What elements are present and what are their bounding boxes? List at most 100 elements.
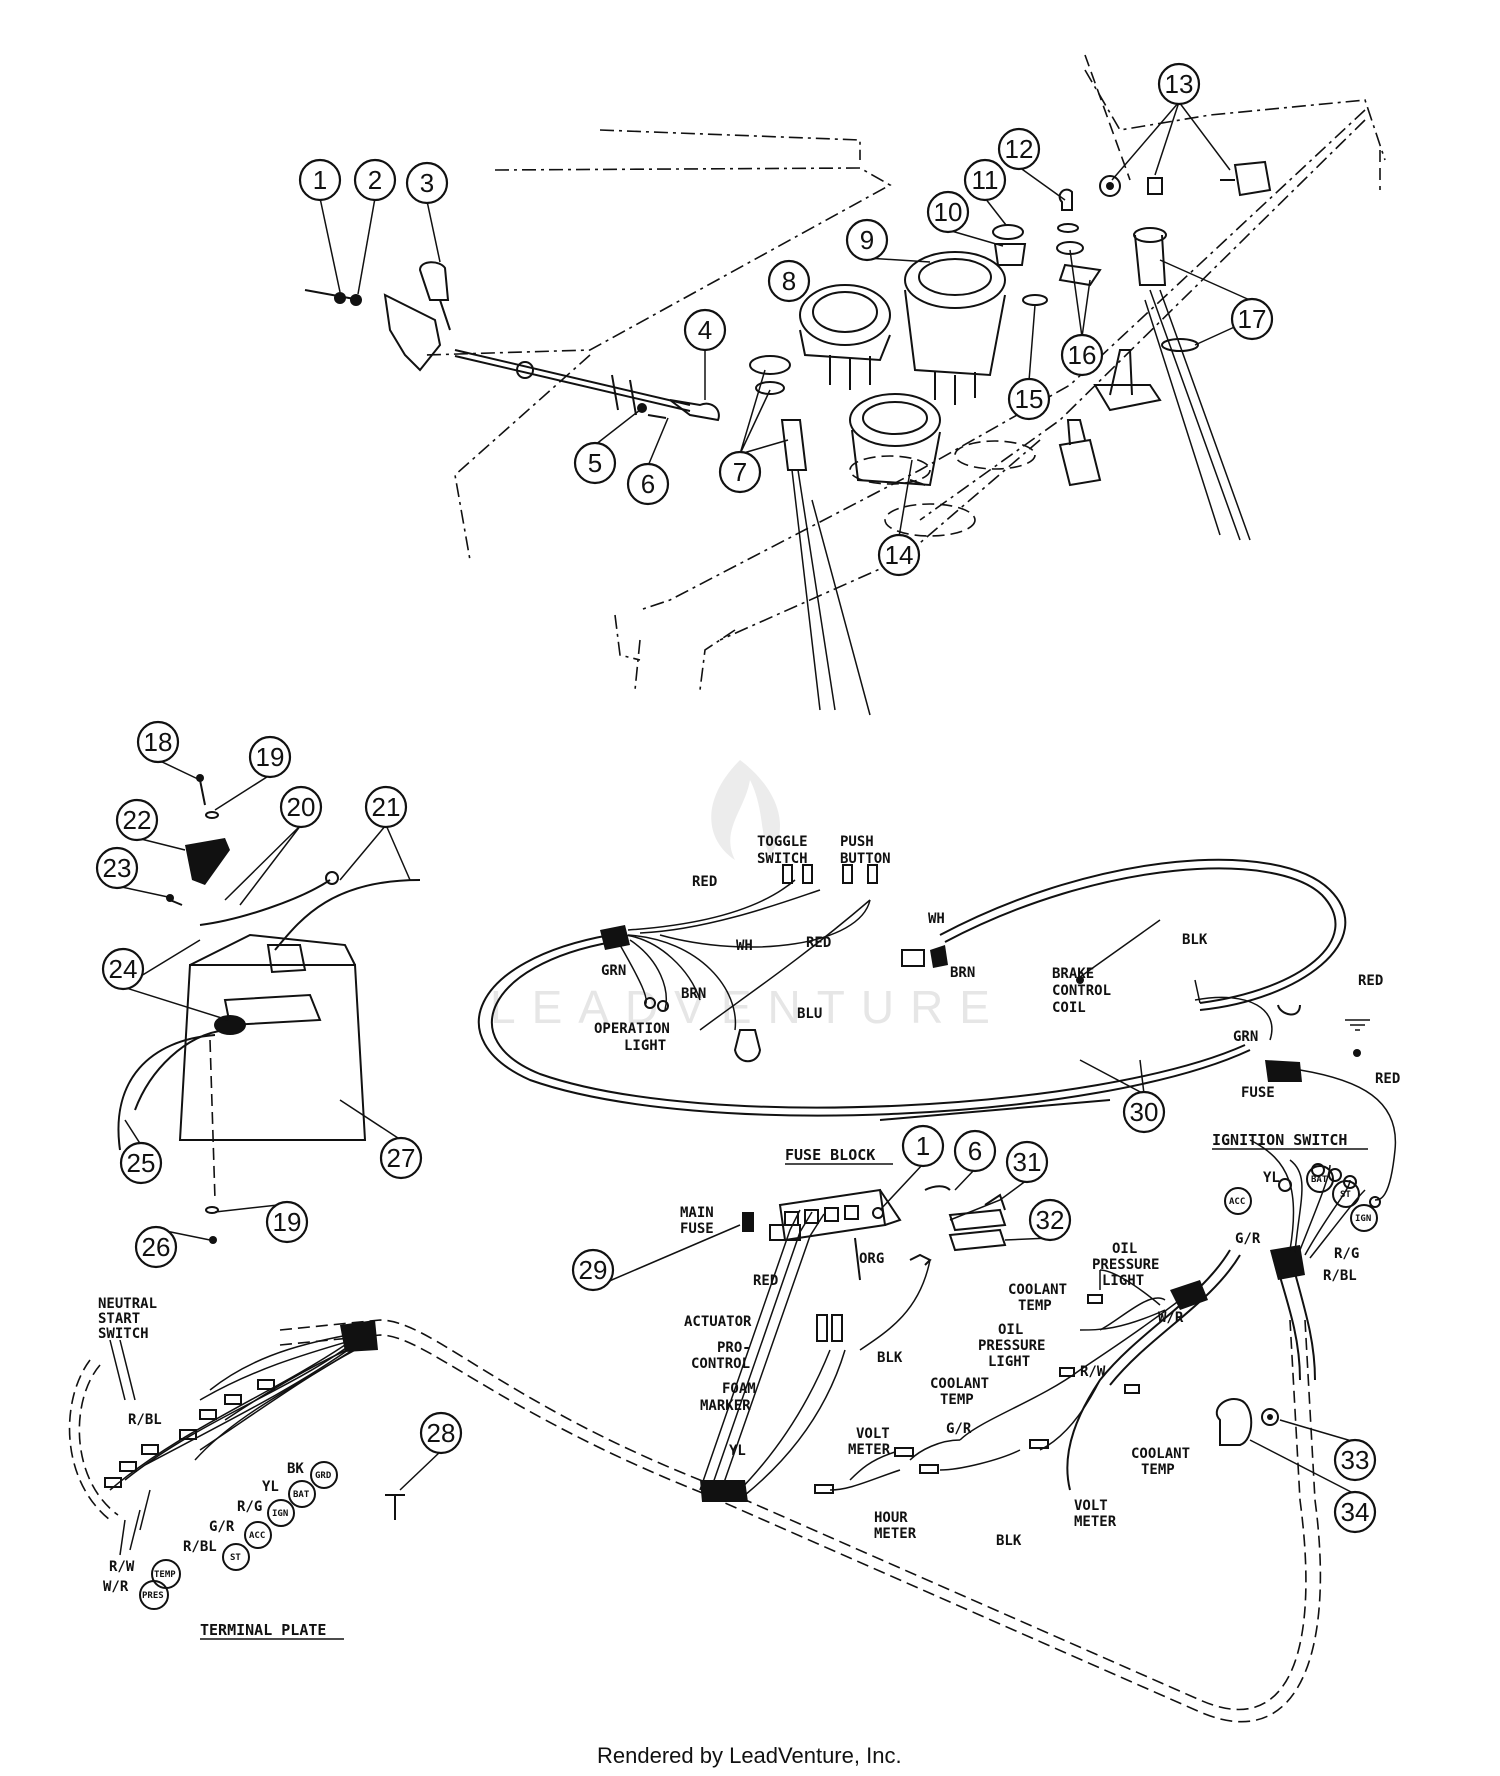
callout-circle	[279, 785, 323, 829]
callout-17: 17	[1230, 297, 1274, 341]
label-operation-light-2: LIGHT	[624, 1038, 666, 1054]
label-neutral-start-switch-1: NEUTRAL	[98, 1296, 157, 1312]
callout-2: 2	[353, 158, 397, 202]
tag-ign-2: IGN	[272, 1509, 288, 1519]
label-oil-pressure-light-1c: LIGHT	[1102, 1273, 1144, 1289]
callout-number: 5	[588, 448, 602, 478]
label-grn-2: GRN	[1233, 1029, 1258, 1045]
callout-circle	[134, 1225, 178, 1269]
label-main-fuse-1: MAIN	[680, 1205, 714, 1221]
callout-circle	[115, 798, 159, 842]
label-foam-marker-1: FOAM	[722, 1381, 756, 1397]
tag-bat-1: BAT	[1311, 1175, 1328, 1185]
label-coolant-temp-1b: TEMP	[1018, 1298, 1052, 1314]
callout-30: 30	[1122, 1090, 1166, 1134]
callout-number: 15	[1015, 384, 1044, 414]
callout-3: 3	[405, 161, 449, 205]
callout-circle	[1007, 377, 1051, 421]
label-wh-2: WH	[928, 911, 945, 927]
callout-24: 24	[101, 947, 145, 991]
label-coolant-temp-3b: TEMP	[1141, 1462, 1175, 1478]
callout-circle	[963, 158, 1007, 202]
label-red-1: RED	[692, 874, 717, 890]
callout-number: 26	[142, 1232, 171, 1262]
callout-16: 16	[1060, 333, 1104, 377]
callout-circle	[1157, 62, 1201, 106]
callout-circle	[767, 259, 811, 303]
callout-number: 14	[885, 540, 914, 570]
callout-circle	[1060, 333, 1104, 377]
callout-28: 28	[419, 1411, 463, 1455]
tag-st-1: ST	[1340, 1190, 1351, 1200]
callout-11: 11	[963, 158, 1007, 202]
tag-st-2: ST	[230, 1553, 241, 1563]
label-brn-1: BRN	[681, 986, 706, 1002]
callout-number: 28	[427, 1418, 456, 1448]
callout-number: 31	[1013, 1147, 1042, 1177]
label-coolant-temp-2a: COOLANT	[930, 1376, 989, 1392]
callout-number: 13	[1165, 69, 1194, 99]
label-r-bl-2: R/BL	[128, 1412, 162, 1428]
footer-credit: Rendered by LeadVenture, Inc.	[597, 1743, 902, 1768]
label-ignition-switch: IGNITION SWITCH	[1212, 1131, 1347, 1149]
watermark: LEADVENTURE	[490, 760, 1006, 1033]
leader-lines	[116, 101, 1356, 1495]
callout-circle	[298, 158, 342, 202]
callout-21: 21	[364, 785, 408, 829]
callout-circle	[265, 1200, 309, 1244]
tag-grd: GRD	[315, 1471, 332, 1481]
callout-number: 34	[1341, 1497, 1370, 1527]
label-blk-2: BLK	[877, 1350, 903, 1366]
callout-27: 27	[379, 1136, 423, 1180]
callout-circle	[364, 785, 408, 829]
label-oil-pressure-light-2c: LIGHT	[988, 1354, 1030, 1370]
callout-number: 16	[1068, 340, 1097, 370]
watermark-text: LEADVENTURE	[490, 981, 1006, 1033]
callout-circle	[877, 533, 921, 577]
label-blk-1: BLK	[1182, 932, 1208, 948]
callout-number: 7	[733, 457, 747, 487]
callout-number: 8	[782, 266, 796, 296]
label-brake-control-coil-3: COIL	[1052, 1000, 1086, 1016]
callout-25: 25	[119, 1141, 163, 1185]
harness-30	[477, 858, 1397, 1208]
label-yl-1: YL	[1263, 1170, 1280, 1186]
label-coolant-temp-3a: COOLANT	[1131, 1446, 1190, 1462]
label-r-bl-1: R/BL	[1323, 1268, 1357, 1284]
label-brake-control-coil-1: BRAKE	[1052, 966, 1094, 982]
label-volt-meter-2a: VOLT	[1074, 1498, 1108, 1514]
label-r-g-2: R/G	[237, 1499, 262, 1515]
callout-circle	[379, 1136, 423, 1180]
callout-number: 23	[103, 853, 132, 883]
callout-number: 33	[1341, 1445, 1370, 1475]
label-main-fuse-2: FUSE	[680, 1221, 714, 1237]
callout-31: 31	[1005, 1140, 1049, 1184]
tag-acc-1: ACC	[1229, 1197, 1245, 1207]
label-toggle-switch-1: TOGGLE	[757, 834, 808, 850]
callout-19: 19	[265, 1200, 309, 1244]
label-org: ORG	[859, 1251, 884, 1267]
label-coolant-temp-2b: TEMP	[940, 1392, 974, 1408]
label-blu-1: BLU	[797, 1006, 822, 1022]
callout-number: 32	[1036, 1205, 1065, 1235]
label-push-button-2: BUTTON	[840, 851, 891, 867]
callout-circle	[1005, 1140, 1049, 1184]
callout-1: 1	[298, 158, 342, 202]
label-grn-1: GRN	[601, 963, 626, 979]
callout-33: 33	[1333, 1438, 1377, 1482]
callout-34: 34	[1333, 1490, 1377, 1534]
callout-number: 1	[916, 1131, 930, 1161]
callout-15: 15	[1007, 377, 1051, 421]
callout-circle	[573, 441, 617, 485]
callout-circle	[353, 158, 397, 202]
label-r-g-1: R/G	[1334, 1246, 1359, 1262]
gauge-part-9	[904, 251, 1006, 405]
label-toggle-switch-2: SWITCH	[757, 851, 808, 867]
tag-acc-2: ACC	[249, 1531, 265, 1541]
callout-26: 26	[134, 1225, 178, 1269]
callout-number: 17	[1238, 304, 1267, 334]
label-oil-pressure-light-1b: PRESSURE	[1092, 1257, 1159, 1273]
callout-number: 19	[273, 1207, 302, 1237]
callout-circle	[101, 947, 145, 991]
